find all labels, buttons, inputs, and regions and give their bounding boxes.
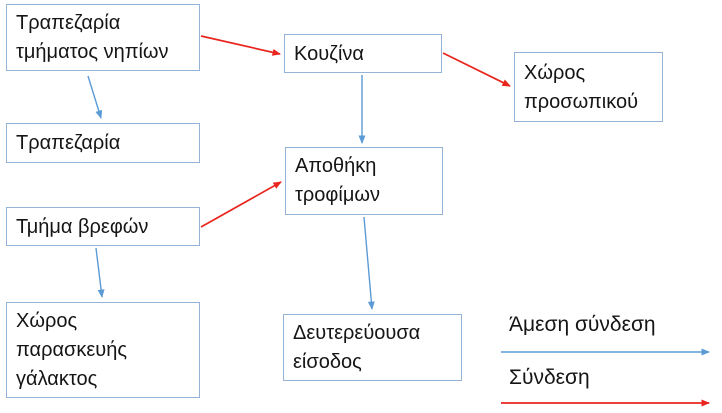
node-milk-prep: Χώρος παρασκευής γάλακτος [6,302,200,398]
node-kitchen-label: Κουζίνα [294,43,364,65]
legend-connection-label: Σύνδεση [509,366,590,389]
node-staff-area: Χώρος προσωπικού [514,52,663,122]
node-food-storage-label: Αποθήκη τροφίμων [295,155,380,206]
edge-infants-dept-to-milk-prep-arrow [95,247,105,298]
edge-food-storage-to-secondary-entrance-arrow [363,216,375,310]
node-food-storage: Αποθήκη τροφίμων [285,147,443,215]
edge-dining-toddlers-to-dining-arrow [87,75,103,119]
node-dining-label: Τραπεζαρία [16,132,121,154]
edge-kitchen-to-staff-area-arrow [442,52,511,87]
node-secondary-entrance: Δευτερεύουσα είσοδος [283,314,462,381]
node-kitchen: Κουζίνα [284,34,442,73]
node-dining-toddlers-label: Τραπεζαρία τμήματος νηπίων [16,12,169,63]
node-milk-prep-label: Χώρος παρασκευής γάλακτος [16,310,127,390]
edge-dining-toddlers-to-kitchen-arrow [200,35,281,56]
node-dining: Τραπεζαρία [6,123,200,163]
node-secondary-entrance-label: Δευτερεύουσα είσοδος [293,322,421,373]
node-infants-dept-label: Τμήμα βρεφών [16,216,149,238]
node-staff-area-label: Χώρος προσωπικού [524,62,639,113]
node-infants-dept: Τμήμα βρεφών [6,207,200,246]
edge-infants-dept-to-food-storage-arrow [200,181,282,228]
node-dining-toddlers: Τραπεζαρία τμήματος νηπίων [6,4,200,71]
legend-direct-connection-label: Άμεση σύνδεση [509,313,656,336]
